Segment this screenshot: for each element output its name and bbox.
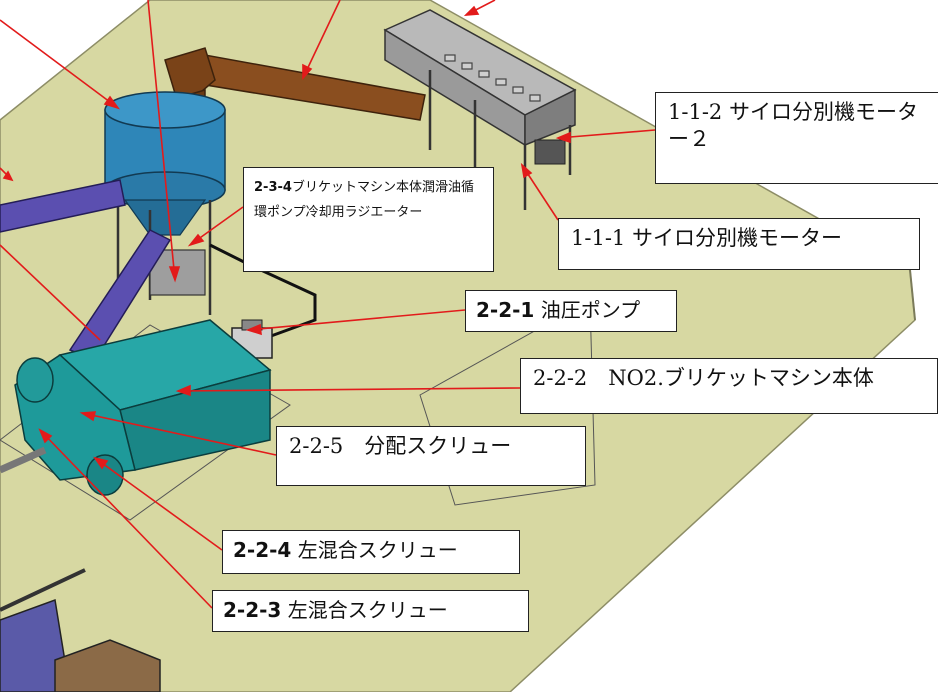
label-text: 左混合スクリュー	[281, 598, 448, 622]
label-left-mixing-screw-a: 2-2-4 左混合スクリュー	[222, 530, 520, 574]
silo-separator	[383, 9, 577, 210]
label-silo-separator-motor-2: 1-1-2 サイロ分別機モーター２	[655, 92, 938, 184]
label-number: 2-3-4	[254, 180, 292, 195]
label-text: 1-1-1 サイロ分別機モーター	[571, 226, 842, 250]
label-text: ブリケットマシン本体潤滑油循環ポンプ冷却用ラジエーター	[254, 180, 474, 221]
label-distribution-screw: 2-2-5 分配スクリュー	[276, 426, 586, 486]
leader-lines	[0, 0, 656, 609]
briquette-machine	[0, 319, 272, 496]
label-text: 2-2-5 分配スクリュー	[289, 434, 512, 458]
label-text: 1-1-2 サイロ分別機モーター２	[668, 100, 918, 152]
label-left-mixing-screw-b: 2-2-3 左混合スクリュー	[212, 590, 529, 632]
auxiliary-equipment	[0, 568, 161, 692]
label-text: 2-2-2 NO2.ブリケットマシン本体	[533, 366, 874, 390]
label-hydraulic-pump: 2-2-1 油圧ポンプ	[465, 290, 677, 332]
label-text: 油圧ポンプ	[534, 298, 641, 322]
label-radiator: 2-3-4ブリケットマシン本体潤滑油循環ポンプ冷却用ラジエーター	[243, 167, 494, 272]
label-text: 左混合スクリュー	[291, 538, 458, 562]
label-number: 2-2-4	[233, 538, 292, 562]
label-silo-separator-motor-1: 1-1-1 サイロ分別機モーター	[558, 218, 920, 270]
silo-tank	[104, 91, 226, 315]
label-number: 2-2-3	[223, 598, 282, 622]
label-briquette-machine-body: 2-2-2 NO2.ブリケットマシン本体	[520, 358, 938, 414]
label-number: 2-2-1	[476, 298, 535, 322]
